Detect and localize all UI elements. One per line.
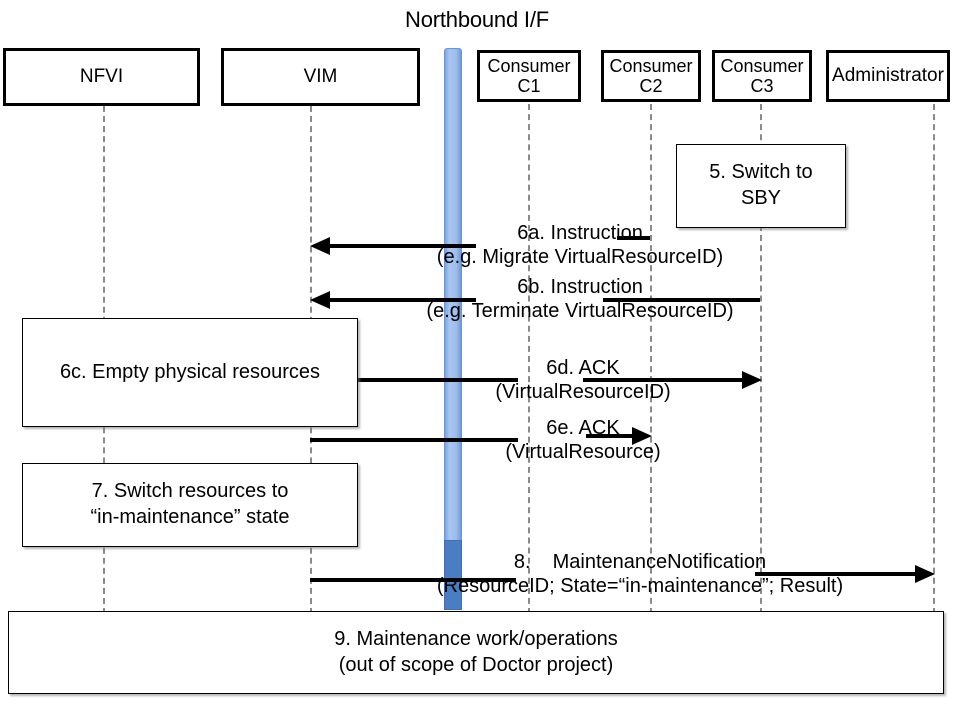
msg-label-6e: 6e. ACK (VirtualResource) <box>378 417 788 464</box>
actor-label-consumer-c2-line2: C2 <box>639 76 663 96</box>
msg-label-6d-line2: (VirtualResourceID) <box>495 380 671 403</box>
lifeline-c1 <box>528 104 530 614</box>
note-switch-resources-line2: “in-maintenance” state <box>90 506 290 528</box>
msg-line-6e-right <box>586 434 632 438</box>
actor-label-consumer-c1-line2: C1 <box>517 76 541 96</box>
msg-label-6d: 6d. ACK (VirtualResourceID) <box>378 357 788 404</box>
actor-box-consumer-c1[interactable]: Consumer C1 <box>477 50 581 102</box>
msg-line-6b-left <box>328 298 476 302</box>
note-switch-resources-in-maintenance: 7. Switch resources to “in-maintenance” … <box>22 463 358 547</box>
msg-label-6a-line1: 6a. Instruction <box>517 222 643 244</box>
arrow-head-6b <box>310 291 330 309</box>
msg-label-6e-line1: 6e. ACK <box>546 417 620 439</box>
msg-label-8: 8. MaintenanceNotification (ResourceID; S… <box>330 551 950 598</box>
arrow-head-6e <box>632 427 652 445</box>
msg-line-6b-right <box>603 298 760 302</box>
actor-box-vim[interactable]: VIM <box>221 48 420 106</box>
note-maintenance-work-line2: (out of scope of Doctor project) <box>338 653 614 676</box>
actor-box-nfvi[interactable]: NFVI <box>3 48 200 106</box>
msg-label-6b-line1: 6b. Instruction <box>517 276 643 298</box>
msg-line-6a-left <box>328 244 476 248</box>
actor-label-consumer-c1-line1: Consumer <box>487 55 571 76</box>
lifeline-c3 <box>760 104 762 614</box>
arrow-head-6a <box>310 237 330 255</box>
msg-label-8-line2: (ResourceID; State=“in-maintenance”; Res… <box>436 574 844 597</box>
msg-line-6d-left <box>358 378 518 382</box>
lifeline-c2 <box>650 104 652 614</box>
msg-label-6d-line1: 6d. ACK <box>546 357 620 379</box>
actor-label-nfvi: NFVI <box>79 66 124 88</box>
note-empty-physical-resources-label: 6c. Empty physical resources <box>59 360 321 383</box>
msg-line-6e-left <box>310 438 518 442</box>
msg-label-8-number: 8. <box>513 551 531 573</box>
actor-label-consumer-c3-line1: Consumer <box>720 55 804 76</box>
note-switch-to-sby-line2: SBY <box>740 187 782 209</box>
note-switch-to-sby-line1: 5. Switch to <box>709 161 813 184</box>
msg-label-6e-line2: (VirtualResource) <box>505 440 661 463</box>
msg-line-8-right <box>755 572 915 576</box>
actor-label-consumer-c2-line1: Consumer <box>609 55 693 76</box>
diagram-title: Northbound I/F <box>405 7 549 32</box>
msg-label-8-line1: 8. MaintenanceNotification <box>330 551 950 575</box>
actor-box-consumer-c3[interactable]: Consumer C3 <box>712 50 812 102</box>
arrow-head-6d <box>742 371 762 389</box>
actor-label-administrator: Administrator <box>832 65 944 87</box>
note-switch-resources-line1: 7. Switch resources to <box>91 480 289 503</box>
msg-label-6b-line2: (e.g. Terminate VirtualResourceID) <box>426 299 734 322</box>
northbound-interface-bar <box>444 48 462 610</box>
note-switch-to-sby: 5. Switch to SBY <box>676 144 846 228</box>
msg-label-6a-line2: (e.g. Migrate VirtualResourceID) <box>436 245 724 268</box>
msg-label-6b: 6b. Instruction (e.g. Terminate VirtualR… <box>345 276 815 323</box>
northbound-interface-bar-lower <box>444 540 462 610</box>
note-maintenance-work-operations: 9. Maintenance work/operations (out of s… <box>8 611 944 694</box>
actor-label-vim: VIM <box>303 66 338 88</box>
note-empty-physical-resources: 6c. Empty physical resources <box>22 318 358 427</box>
note-maintenance-work-line1: 9. Maintenance work/operations <box>334 627 618 650</box>
msg-label-6a: 6a. Instruction (e.g. Migrate VirtualRes… <box>345 222 815 269</box>
lifeline-admin <box>933 104 935 614</box>
msg-line-6d-right <box>583 378 742 382</box>
actor-box-administrator[interactable]: Administrator <box>826 50 950 102</box>
msg-line-8-left <box>310 578 516 582</box>
msg-label-8-text: MaintenanceNotification <box>552 551 767 573</box>
actor-box-consumer-c2[interactable]: Consumer C2 <box>601 50 701 102</box>
msg-line-6a-right <box>617 236 650 240</box>
actor-label-consumer-c3-line2: C3 <box>750 76 774 96</box>
arrow-head-8 <box>915 565 935 583</box>
